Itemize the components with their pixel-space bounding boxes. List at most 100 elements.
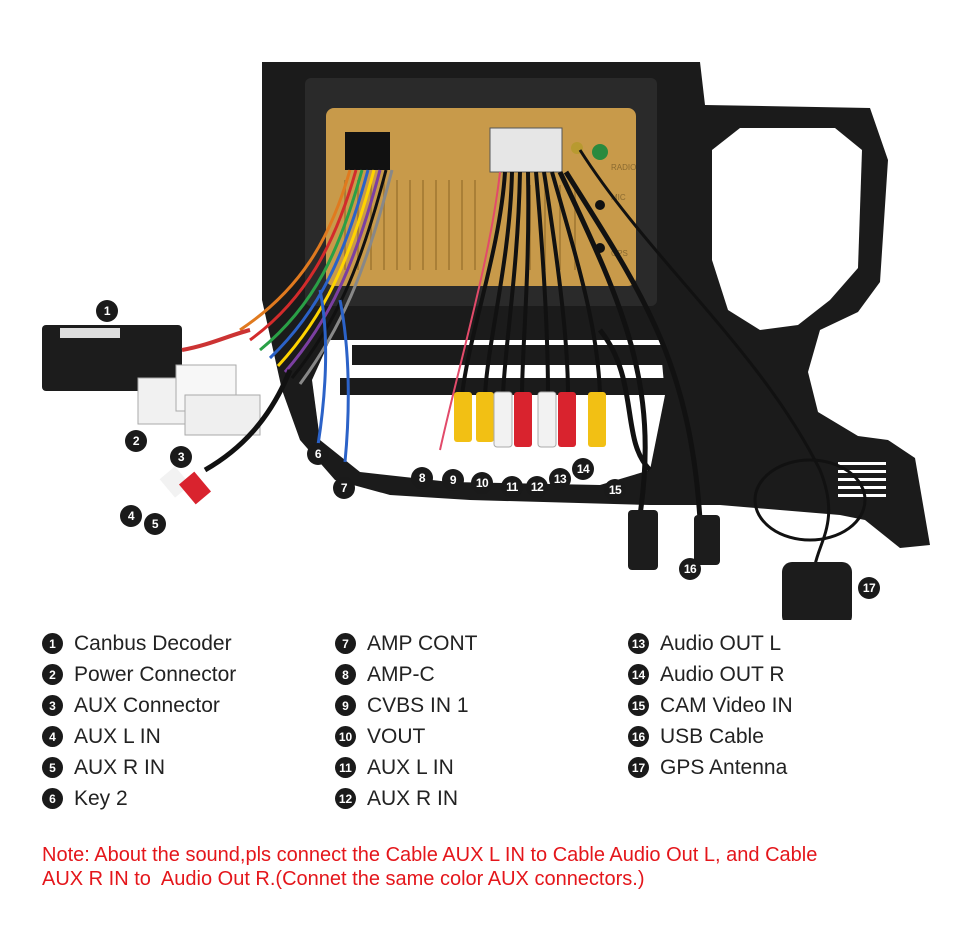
frame-bar <box>340 378 672 395</box>
decoder-wires <box>181 328 251 352</box>
legend-label: CAM Video IN <box>660 693 793 717</box>
aux-rca-left <box>159 466 212 505</box>
frame-cutout-right <box>712 128 862 330</box>
callout-4: 4 <box>120 505 142 527</box>
canbus-decoder <box>42 325 182 391</box>
legend-label: AMP-C <box>367 662 435 686</box>
legend-label: AUX R IN <box>74 755 166 779</box>
legend-item: 2 Power Connector <box>42 659 332 690</box>
radio-port <box>592 144 608 160</box>
aux-cable <box>203 369 293 473</box>
legend-number: 2 <box>42 664 63 685</box>
legend-label: Power Connector <box>74 662 237 686</box>
legend-item: 15 CAM Video IN <box>628 690 918 721</box>
legend-number: 8 <box>335 664 356 685</box>
callout-12: 12 <box>526 476 548 498</box>
callout-3: 3 <box>170 446 192 468</box>
mic-port <box>595 200 605 210</box>
wiring-diagram: RADIO MIC GPS <box>42 62 930 626</box>
callout-13: 13 <box>549 468 571 490</box>
legend-item: 12 AUX R IN <box>335 783 625 814</box>
legend-item: 7 AMP CONT <box>335 628 625 659</box>
panel-label-mic: MIC <box>611 193 626 202</box>
legend-label: Audio OUT L <box>660 631 782 655</box>
legend-number: 9 <box>335 695 356 716</box>
callout-8: 8 <box>411 467 433 489</box>
power-harness <box>239 169 394 385</box>
legend-column-3: 13 Audio OUT L 14 Audio OUT R 15 CAM Video … <box>628 628 918 783</box>
legend-label: CVBS IN 1 <box>367 693 469 717</box>
diagram-illustration: RADIO MIC GPS <box>42 62 930 626</box>
callout-6: 6 <box>307 443 329 465</box>
legend-number: 5 <box>42 757 63 778</box>
legend-number: 7 <box>335 633 356 654</box>
callout-5: 5 <box>144 513 166 535</box>
ampc-wire <box>439 171 501 451</box>
gps-cable <box>578 149 831 566</box>
usb-plug-b <box>694 515 720 565</box>
legend-number: 12 <box>335 788 356 809</box>
callout-2: 2 <box>125 430 147 452</box>
legend-label: Audio OUT R <box>660 662 785 686</box>
legend-label: Key 2 <box>74 786 128 810</box>
legend-number: 15 <box>628 695 649 716</box>
legend-item: 3 AUX Connector <box>42 690 332 721</box>
legend-item: 16 USB Cable <box>628 721 918 752</box>
callout-15: 15 <box>604 479 626 501</box>
power-port <box>345 132 390 170</box>
legend-item: 6 Key 2 <box>42 783 332 814</box>
legend-number: 13 <box>628 633 649 654</box>
legend-label: VOUT <box>367 724 426 748</box>
legend-number: 17 <box>628 757 649 778</box>
legend-number: 3 <box>42 695 63 716</box>
usb-plug-a <box>628 510 658 570</box>
callout-11: 11 <box>501 476 523 498</box>
legend-column-1: 1 Canbus Decoder 2 Power Connector 3 AUX Co… <box>42 628 332 814</box>
legend-label: Canbus Decoder <box>74 631 232 655</box>
legend-label: USB Cable <box>660 724 764 748</box>
panel-label-radio: RADIO <box>611 163 636 172</box>
legend-item: 4 AUX L IN <box>42 721 332 752</box>
legend-number: 11 <box>335 757 356 778</box>
callout-14: 14 <box>572 458 594 480</box>
legend-item: 1 Canbus Decoder <box>42 628 332 659</box>
key2-wire <box>316 289 328 446</box>
legend-item: 5 AUX R IN <box>42 752 332 783</box>
legend: 1 Canbus Decoder 2 Power Connector 3 AUX Co… <box>42 628 942 828</box>
legend-item: 9 CVBS IN 1 <box>335 690 625 721</box>
callout-1: 1 <box>96 300 118 322</box>
legend-label: AUX L IN <box>367 755 454 779</box>
legend-number: 16 <box>628 726 649 747</box>
legend-label: AUX R IN <box>367 786 459 810</box>
legend-label: AUX Connector <box>74 693 220 717</box>
note-line-2: AUX R IN to Audio Out R.(Connet the same… <box>42 868 645 890</box>
multi-port <box>489 127 563 173</box>
frame-slot <box>352 345 670 365</box>
legend-item: 17 GPS Antenna <box>628 752 918 783</box>
callout-9: 9 <box>442 469 464 491</box>
legend-number: 6 <box>42 788 63 809</box>
legend-number: 4 <box>42 726 63 747</box>
legend-item: 14 Audio OUT R <box>628 659 918 690</box>
legend-item: 10 VOUT <box>335 721 625 752</box>
canbus-label <box>60 328 120 338</box>
rca-plugs <box>454 391 606 448</box>
legend-label: AMP CONT <box>367 631 478 655</box>
legend-item: 8 AMP-C <box>335 659 625 690</box>
gps-coil <box>753 458 867 542</box>
usb-cables <box>557 170 703 521</box>
legend-number: 1 <box>42 633 63 654</box>
legend-label: AUX L IN <box>74 724 161 748</box>
callout-7: 7 <box>333 477 355 499</box>
legend-item: 13 Audio OUT L <box>628 628 918 659</box>
legend-number: 10 <box>335 726 356 747</box>
legend-label: GPS Antenna <box>660 755 788 779</box>
legend-item: 11 AUX L IN <box>335 752 625 783</box>
rca-cables <box>460 171 602 396</box>
gps-antenna <box>782 562 852 626</box>
installation-note: Note: About the sound,pls connect the Ca… <box>42 843 942 891</box>
legend-number: 14 <box>628 664 649 685</box>
note-line-1: Note: About the sound,pls connect the Ca… <box>42 844 818 866</box>
callout-17: 17 <box>858 577 880 599</box>
